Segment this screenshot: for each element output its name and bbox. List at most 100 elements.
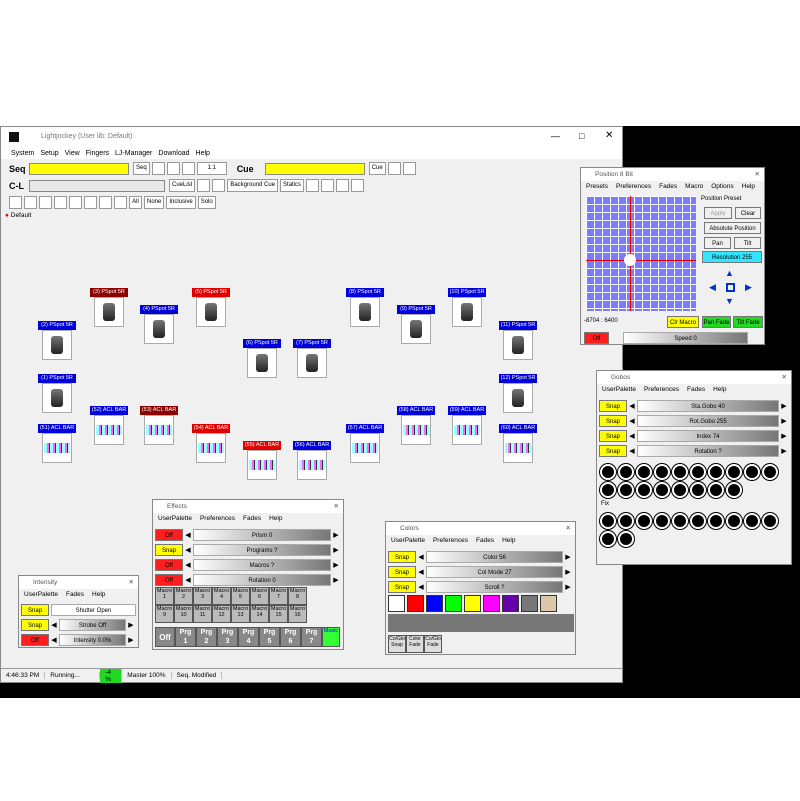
gobo-slider[interactable]: Sta.Gobo 40 (637, 400, 779, 412)
fixture[interactable]: (1) PSpot 5R (38, 374, 76, 413)
gobo-icon[interactable] (636, 482, 652, 498)
fixture[interactable]: (51) ACL BAR (38, 424, 76, 463)
macro-button[interactable]: Macro 2 (174, 587, 193, 605)
clr-macro-button[interactable]: Clr Macro (667, 316, 699, 328)
color-swatch[interactable] (464, 595, 481, 612)
seq-icon-2[interactable] (166, 162, 180, 175)
color-mode-button[interactable]: Co/Glo Fade (424, 635, 442, 653)
gobo-icon[interactable] (654, 513, 670, 529)
close-icon[interactable]: ✕ (754, 171, 760, 178)
macro-button[interactable]: Macro 16 (288, 605, 307, 623)
arrow-right-icon[interactable]: ▶ (565, 554, 571, 561)
snap-button[interactable]: Snap (388, 551, 416, 563)
menu-help[interactable]: Help (195, 149, 210, 157)
effect-slider[interactable]: Macros ? (193, 559, 331, 571)
arrow-up-icon[interactable]: ▲ (725, 268, 734, 278)
arrow-left-icon[interactable]: ◀ (709, 282, 716, 292)
grid-icon[interactable] (39, 196, 52, 209)
seq-field[interactable] (29, 162, 129, 175)
fixture[interactable]: (9) PSpot 5R (397, 305, 435, 344)
macro-button[interactable]: Macro 3 (193, 587, 212, 605)
shutter-field[interactable]: Shutter Open (51, 604, 136, 616)
arrow-left-icon[interactable]: ◀ (629, 433, 635, 440)
colors-menu-fades[interactable]: Fades (476, 537, 495, 544)
macro-button[interactable]: Macro 4 (212, 587, 231, 605)
position-menu-fades[interactable]: Fades (659, 183, 678, 190)
program-off-button[interactable]: Off (155, 627, 175, 647)
color-swatch[interactable] (388, 595, 405, 612)
intensity-slider[interactable]: Intensity 0.0% (59, 634, 126, 646)
arrow-right-icon[interactable]: ▶ (565, 569, 571, 576)
maximize-icon[interactable]: □ (579, 131, 585, 141)
fixture[interactable]: (54) ACL BAR (192, 424, 230, 463)
resolution-field[interactable]: Resolution 255 (702, 251, 762, 263)
color-slider[interactable]: Col Mode 27 (426, 566, 563, 578)
pan-tilt-grid[interactable] (586, 196, 696, 311)
gobo-icon[interactable] (114, 196, 127, 209)
fixture[interactable]: (4) PSpot 5R (140, 305, 178, 344)
seq-icon-3[interactable] (181, 162, 195, 175)
menu-view[interactable]: View (64, 149, 80, 157)
gobo-icon[interactable] (762, 513, 778, 529)
gobo-icon[interactable] (744, 464, 760, 480)
colors-menu-userpalette[interactable]: UserPalette (391, 537, 425, 544)
gobo-icon[interactable] (690, 482, 706, 498)
gobos-menu-fades[interactable]: Fades (687, 386, 706, 393)
gobo-icon[interactable] (654, 464, 670, 480)
menu-lj-manager[interactable]: LJ-Manager (115, 149, 153, 157)
ratio-field[interactable]: 1:1 (196, 162, 227, 175)
menu-setup[interactable]: Setup (40, 149, 59, 157)
macro-button[interactable]: Macro 9 (155, 605, 174, 623)
arrow-left-icon[interactable]: ◀ (629, 418, 635, 425)
macro-button[interactable]: Macro 12 (212, 605, 231, 623)
gobo-icon[interactable] (636, 513, 652, 529)
menu-fingers[interactable]: Fingers (85, 149, 110, 157)
cl-icon-5[interactable] (336, 179, 350, 192)
program-button[interactable]: Prg 5 (259, 627, 280, 647)
inclusive-button[interactable]: Inclusive (166, 196, 196, 209)
music-button[interactable]: Music (322, 627, 340, 647)
color-swatch[interactable] (502, 595, 519, 612)
effect-slider[interactable]: Prism 0 (193, 529, 331, 541)
off-button[interactable]: Off (21, 634, 49, 646)
gobos-menu-userpalette[interactable]: UserPalette (602, 386, 636, 393)
color-icon[interactable] (69, 196, 82, 209)
position-menu-macro[interactable]: Macro (685, 183, 704, 190)
center-icon[interactable] (726, 283, 735, 292)
effects-menu-preferences[interactable]: Preferences (199, 515, 236, 522)
close-icon[interactable]: ✕ (128, 579, 134, 586)
pan-button[interactable]: Pan (704, 237, 731, 249)
arrow-left-icon[interactable]: ◀ (185, 562, 191, 569)
color-slider[interactable]: Scroll ? (426, 581, 563, 593)
arrow-right-icon[interactable]: ▶ (745, 282, 752, 292)
fixture[interactable]: (52) ACL BAR (90, 406, 128, 445)
color-swatch[interactable] (407, 595, 424, 612)
gobo-icon[interactable] (762, 464, 778, 480)
select-icon[interactable] (9, 196, 22, 209)
effect-slider[interactable]: Programs ? (193, 544, 331, 556)
arrow-left-icon[interactable]: ◀ (51, 622, 57, 629)
program-button[interactable]: Prg 1 (175, 627, 196, 647)
arrow-right-icon[interactable]: ▶ (781, 403, 787, 410)
tilt-fade-button[interactable]: Tilt Fade (733, 316, 763, 328)
macro-button[interactable]: Macro 1 (155, 587, 174, 605)
close-icon[interactable]: ✕ (333, 503, 339, 510)
arrow-left-icon[interactable]: ◀ (629, 448, 635, 455)
gobo-icon[interactable] (600, 531, 616, 547)
position-menu-preferences[interactable]: Preferences (616, 183, 652, 190)
arrow-right-icon[interactable]: ▶ (333, 532, 339, 539)
seq-button[interactable]: Seq (133, 162, 150, 175)
effects-menu-userpalette[interactable]: UserPalette (158, 515, 192, 522)
program-button[interactable]: Prg 6 (280, 627, 301, 647)
close-icon[interactable]: ✕ (605, 130, 614, 141)
off-button[interactable]: Off (155, 559, 183, 571)
position-menu-help[interactable]: Help (741, 183, 756, 190)
strobe-slider[interactable]: Strobe Off (59, 619, 126, 631)
fixture[interactable]: (8) PSpot 5R (346, 288, 384, 327)
effects-menu-help[interactable]: Help (269, 515, 283, 522)
close-icon[interactable]: ✕ (781, 374, 787, 381)
macro-button[interactable]: Macro 11 (193, 605, 212, 623)
program-button[interactable]: Prg 2 (196, 627, 217, 647)
cl-icon-2[interactable] (212, 179, 226, 192)
arrow-right-icon[interactable]: ▶ (333, 577, 339, 584)
